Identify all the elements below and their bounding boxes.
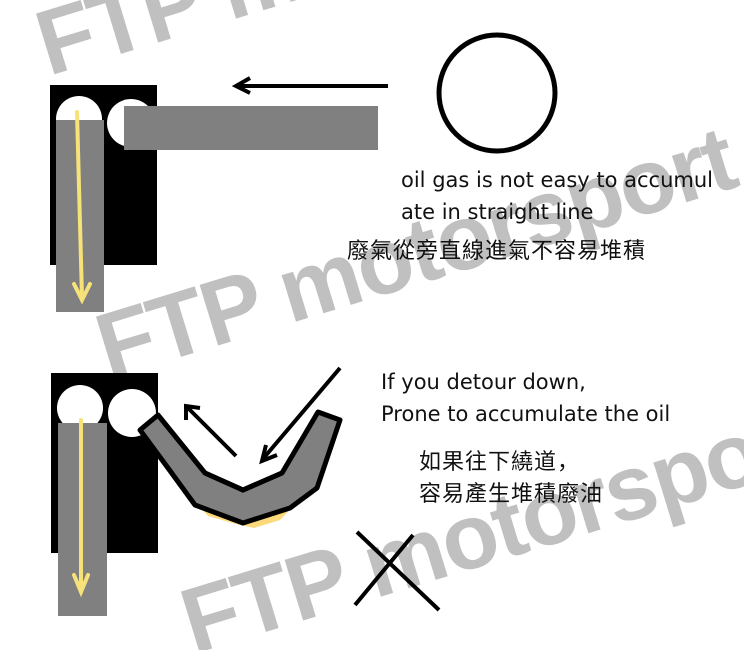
flow-down-arrow-icon-top (72, 110, 92, 305)
detour-pipe (137, 409, 343, 526)
caption-bottom-zh-line2: 容易產生堆積廢油 (419, 482, 604, 507)
cross-incorrect-icon (353, 530, 441, 612)
outflow-arrow-icon (184, 403, 238, 458)
circle-correct-icon (436, 32, 558, 154)
caption-top-zh: 廢氣從旁直線進氣不容易堆積 (347, 239, 647, 264)
caption-top-en-line1: oil gas is not easy to accumul (401, 168, 713, 192)
flow-down-arrow-icon-bottom (72, 418, 90, 598)
left-arrow-icon-top (231, 76, 388, 95)
horizontal-pipe-top (124, 106, 378, 150)
detour-pipe-inner-edge (203, 470, 283, 493)
caption-bottom-en-line2: Prone to accumulate the oil (381, 402, 671, 426)
caption-bottom-zh-line1: 如果往下繞道， (419, 450, 581, 475)
inflow-arrow-icon (259, 366, 342, 465)
caption-top-en-line2: ate in straight line (401, 200, 594, 224)
caption-bottom-en-line1: If you detour down, (381, 370, 586, 394)
